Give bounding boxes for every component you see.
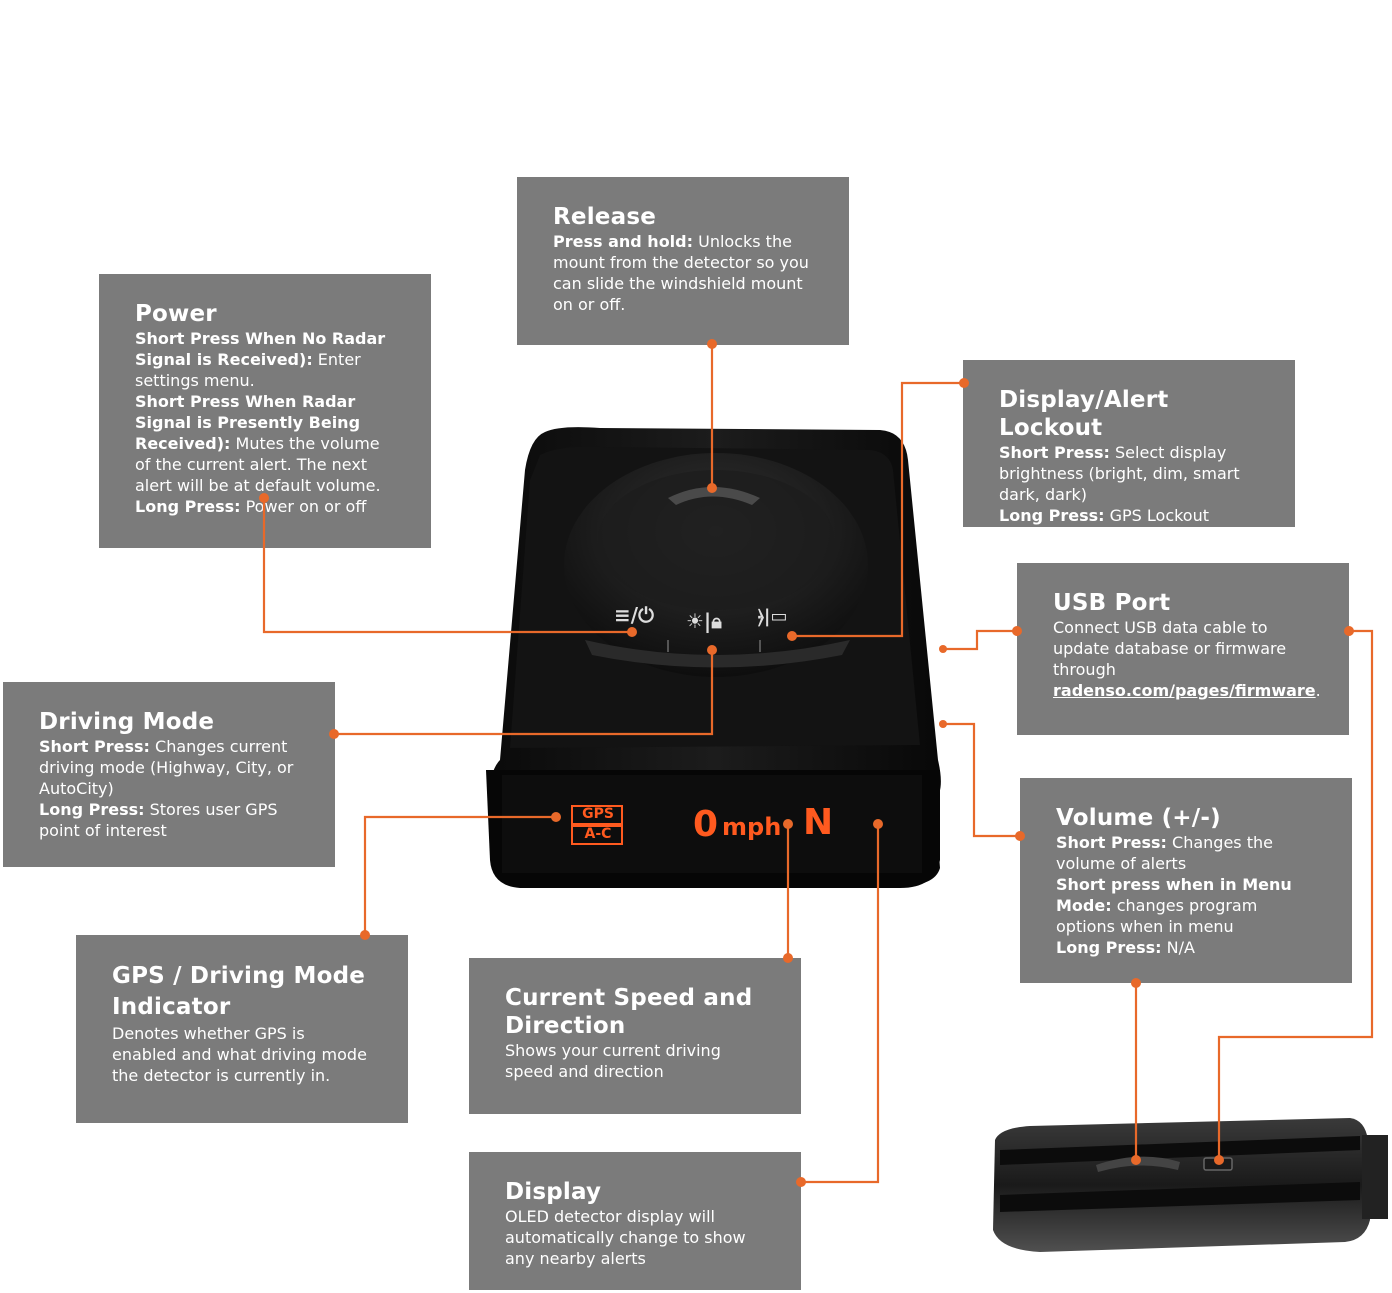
- leader-display-lockout: [792, 381, 964, 638]
- signal-lockout-icon[interactable]: ⦒|▭: [758, 606, 788, 627]
- oled-display: [571, 805, 623, 845]
- callout-display-alert-lockout: Display/Alert Lockout Short Press: Selec…: [963, 360, 1295, 527]
- callout-volume: Volume (+/-) Short Press: Changes the vo…: [1020, 778, 1352, 983]
- callout-title: USB Port: [1053, 590, 1171, 616]
- callout-gps-driving-mode-indicator: GPS / Driving Mode Indicator Denotes whe…: [76, 935, 408, 1123]
- callout-title: Display: [505, 1179, 602, 1205]
- callout-current-speed-direction: Current Speed and Direction Shows your c…: [469, 958, 801, 1114]
- callout-title: Release: [553, 204, 657, 230]
- callout-display: Display OLED detector display will autom…: [469, 1152, 801, 1290]
- brightness-lock-icon[interactable]: ☀|🔒︎: [686, 609, 722, 633]
- callout-title: Power: [135, 301, 217, 327]
- firmware-link[interactable]: radenso.com/pages/firmware: [1053, 681, 1316, 700]
- callout-usb-port: USB Port Connect USB data cable to updat…: [1017, 563, 1349, 735]
- driving-mode-indicator-text: A-C: [584, 826, 612, 842]
- callout-title: Driving Mode: [39, 709, 215, 735]
- side-view-device: [993, 1118, 1388, 1252]
- leader-driving-mode: [334, 650, 714, 736]
- callout-power: Power Short Press When No Radar Signal i…: [99, 274, 431, 548]
- callout-title: Current Speed and Direction: [505, 985, 753, 1039]
- leader-usb-side: [1217, 629, 1374, 1160]
- speed-unit: mph: [722, 813, 782, 841]
- callout-title: Display/Alert Lockout: [999, 387, 1169, 441]
- leader-power: [262, 498, 632, 634]
- gps-indicator-text: GPS: [582, 806, 614, 822]
- leader-display: [801, 824, 880, 1184]
- callout-driving-mode: Driving Mode Short Press: Changes curren…: [3, 682, 335, 867]
- callout-title: Volume (+/-): [1056, 805, 1221, 831]
- callout-release: Release Press and hold: Unlocks the moun…: [517, 177, 849, 345]
- leader-usb: [943, 629, 1017, 651]
- menu-power-icon[interactable]: ≡/⏻: [614, 603, 654, 627]
- leader-gps-indicator: [363, 815, 556, 935]
- callout-title: GPS / Driving Mode Indicator: [112, 963, 366, 1020]
- direction-value: N: [803, 802, 834, 843]
- leader-volume: [943, 722, 1020, 838]
- radar-detector-body: [486, 427, 941, 888]
- speed-value: 0: [693, 804, 719, 845]
